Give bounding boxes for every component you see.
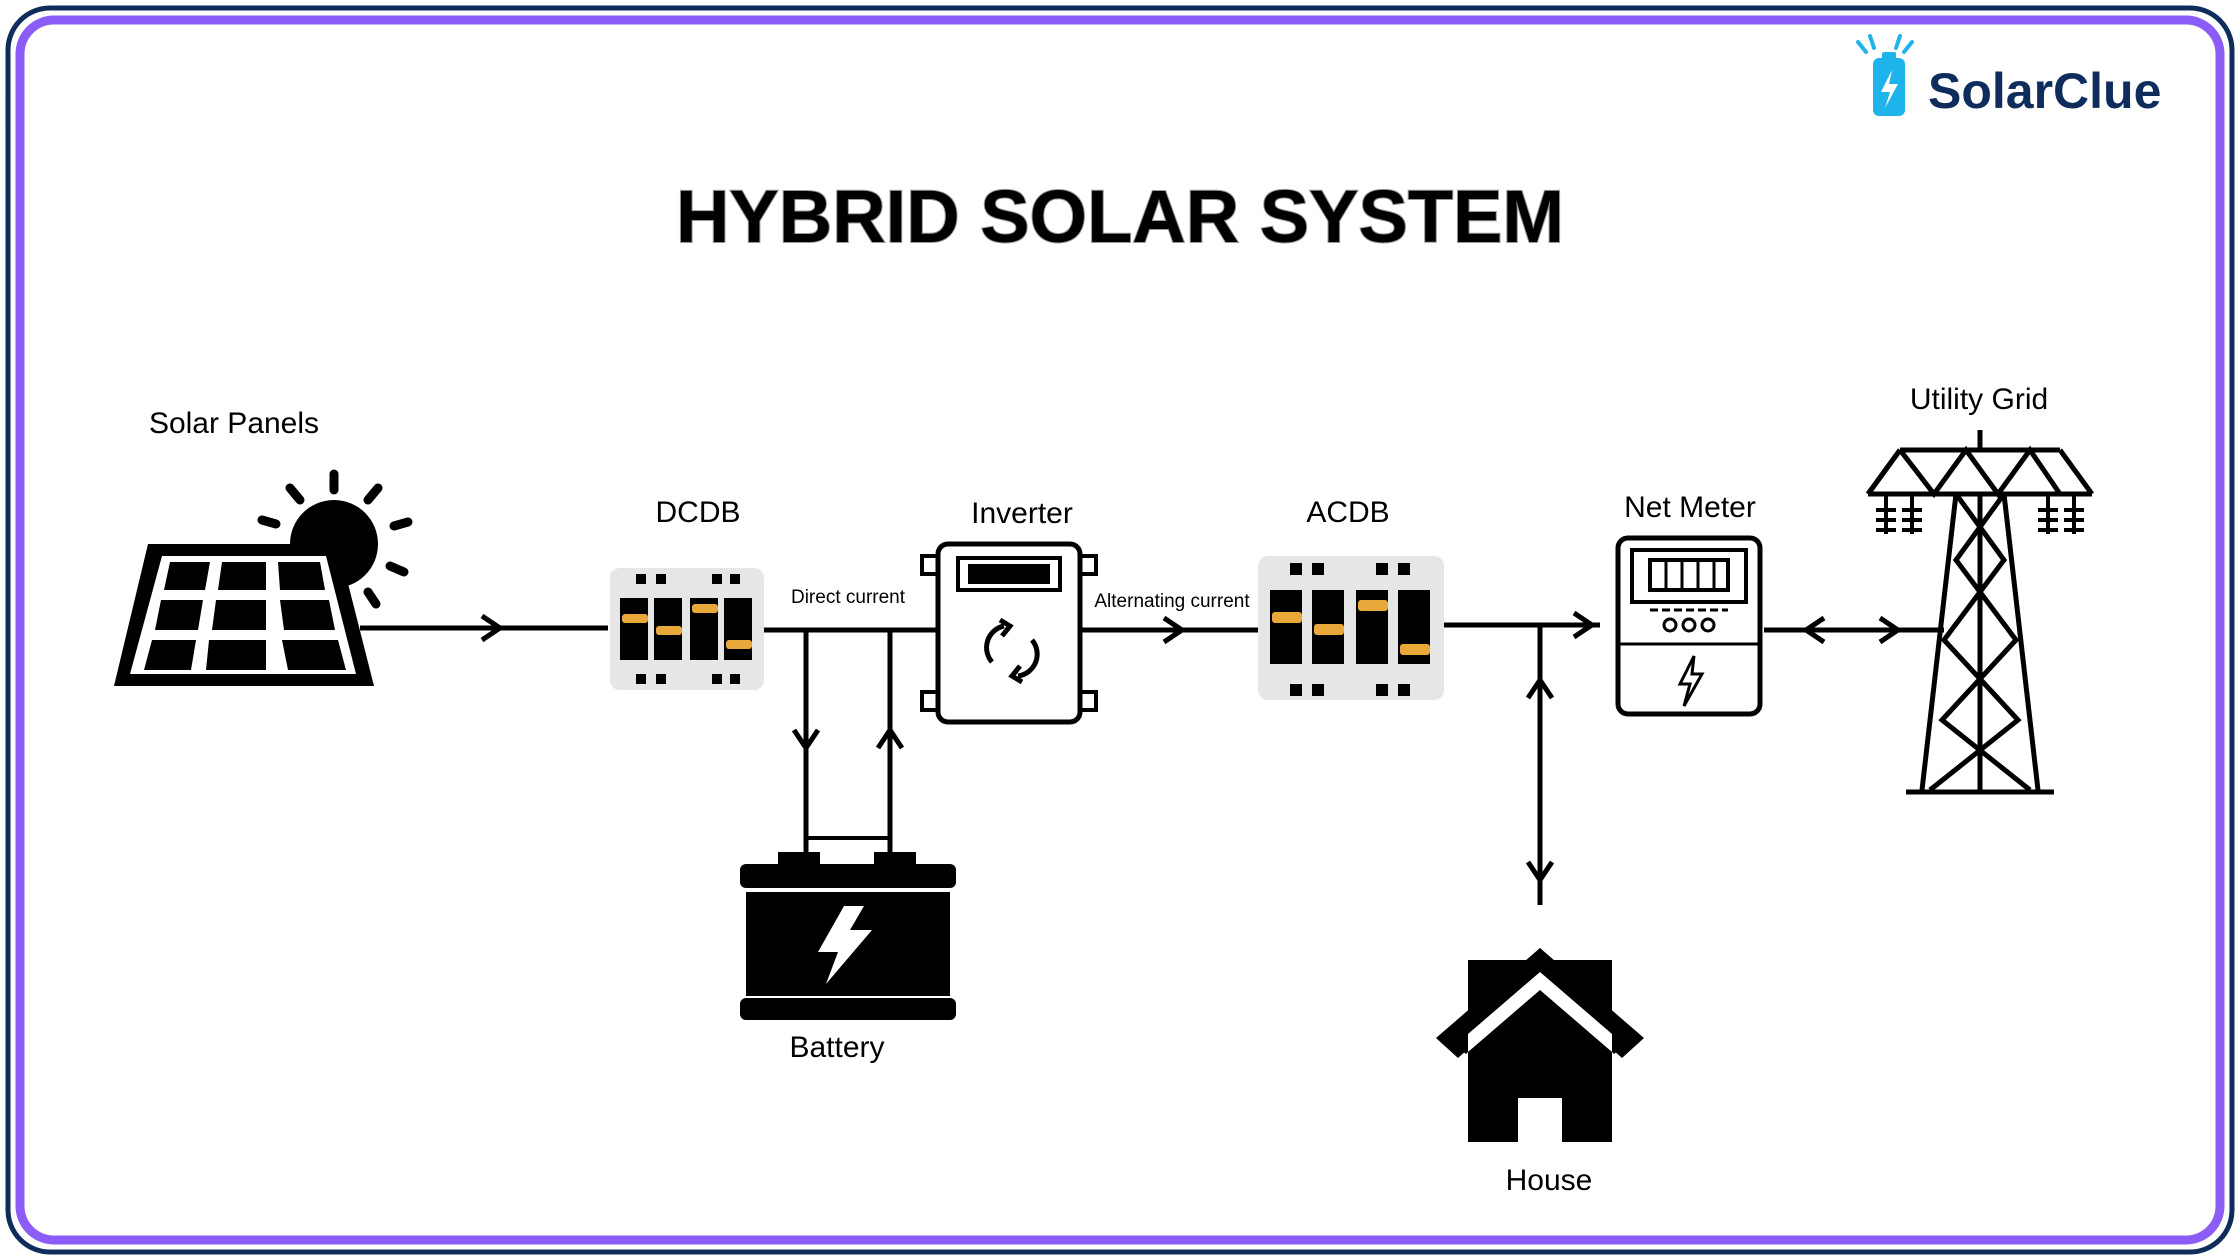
brand-logo: SolarClue: [1856, 34, 2161, 119]
annotation-direct-current: Direct current: [791, 587, 906, 608]
transmission-tower-icon: [1865, 430, 2095, 795]
arrow-inverter-acdb: [1162, 615, 1187, 645]
label-house: House: [1506, 1164, 1593, 1197]
lightning-icon: [1677, 655, 1705, 707]
brand-name: SolarClue: [1928, 63, 2161, 119]
label-acdb: ACDB: [1306, 496, 1389, 529]
arrow-panels-dcdb: [480, 613, 505, 643]
net-meter-icon: [1615, 535, 1763, 717]
label-battery: Battery: [789, 1031, 884, 1064]
cycle-icon: [984, 617, 1040, 685]
arrow-acdb-meter: [1572, 610, 1597, 640]
annotation-alternating-current: Alternating current: [1094, 591, 1250, 612]
inverter-icon: [920, 541, 1098, 725]
arrow-meter-grid-right: [1878, 615, 1903, 645]
dcdb-icon: [610, 568, 764, 690]
diagram-title: HYBRID SOLAR SYSTEM: [676, 175, 1564, 258]
arrow-up-house: [1525, 675, 1555, 700]
label-solar-panels: Solar Panels: [149, 407, 319, 440]
arrow-meter-grid-left: [1801, 615, 1826, 645]
solar-panel-icon: [114, 469, 413, 686]
arrow-down-battery: [791, 728, 821, 753]
house-icon: [1436, 948, 1644, 1142]
inner-border: [15, 15, 2225, 1245]
battery-icon: [740, 836, 956, 1020]
lightning-icon: [818, 906, 872, 984]
label-dcdb: DCDB: [655, 496, 740, 529]
battery-bolt-icon: [1856, 34, 1914, 116]
label-utility-grid: Utility Grid: [1910, 383, 2048, 416]
acdb-icon: [1258, 556, 1444, 700]
arrow-up-battery: [875, 725, 905, 750]
outer-border: [5, 5, 2235, 1255]
connections: [360, 610, 1944, 905]
arrow-down-house: [1525, 860, 1555, 885]
label-inverter: Inverter: [971, 497, 1073, 530]
label-net-meter: Net Meter: [1624, 491, 1756, 524]
